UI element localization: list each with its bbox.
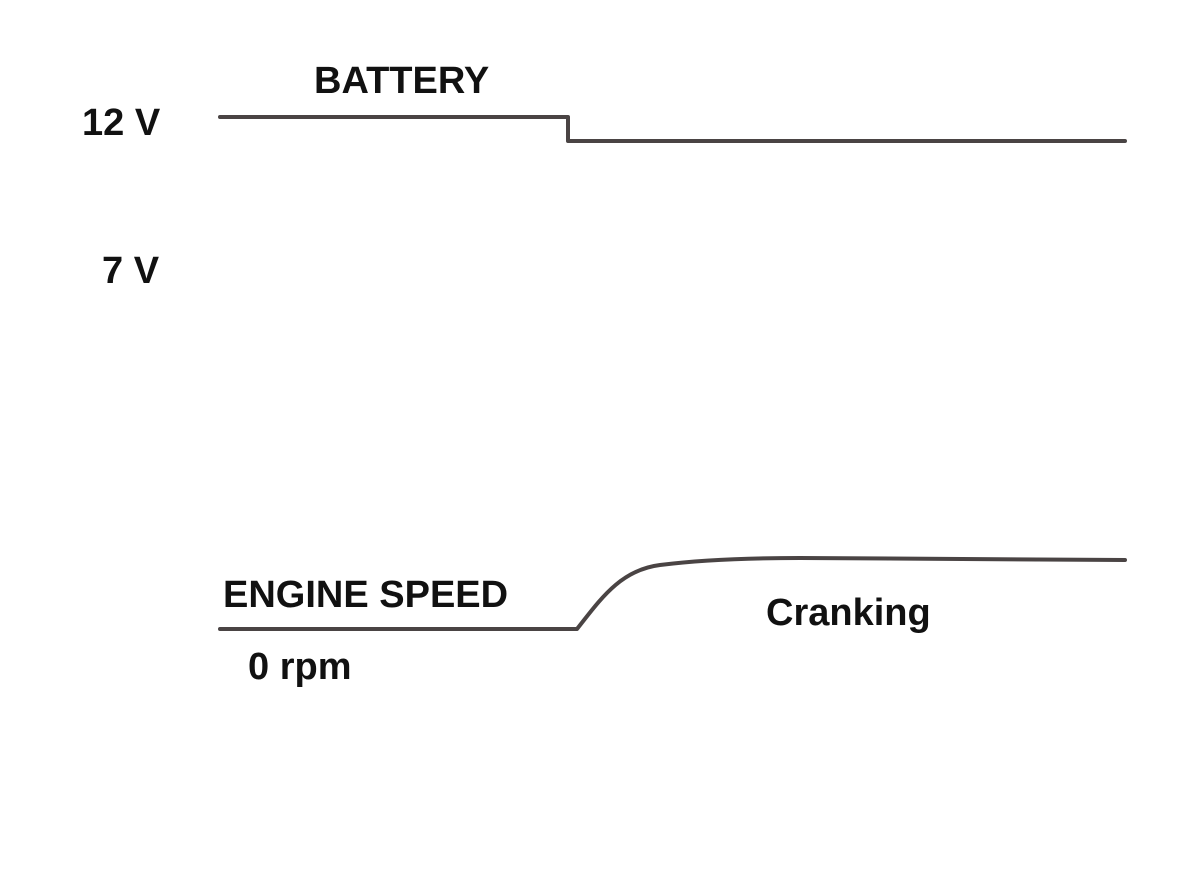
engine-speed-trace [218, 556, 1127, 631]
battery-voltage-trace [218, 115, 1127, 143]
cranking-label: Cranking [766, 592, 931, 634]
engine-speed-label: ENGINE SPEED [223, 574, 509, 616]
voltage-7v-label: 7 V [102, 250, 160, 292]
battery-label: BATTERY [314, 60, 490, 102]
voltage-12v-label: 12 V [82, 102, 161, 144]
zero-rpm-label: 0 rpm [248, 646, 352, 688]
